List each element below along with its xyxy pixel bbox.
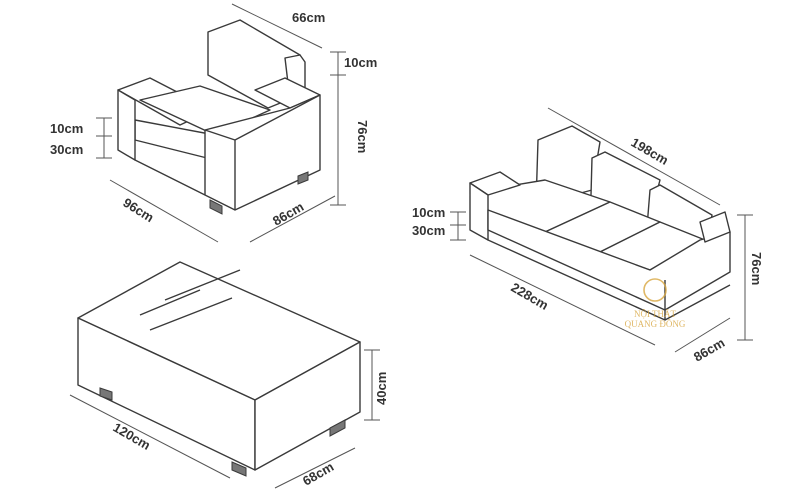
sofa-depth-label: 86cm (691, 335, 727, 365)
sofa-seat-label: 30cm (412, 223, 445, 238)
table-drawing (69, 261, 380, 489)
watermark-logo: NỘI THẤT QUANG ĐÔNG (625, 278, 686, 329)
sofa-height-label: 76cm (749, 252, 764, 285)
svg-text:NỘI THẤT: NỘI THẤT (634, 309, 677, 319)
armchair-arm-label: 10cm (50, 121, 83, 136)
table-height-label: 40cm (374, 372, 389, 405)
armchair-seat-label: 30cm (50, 142, 83, 157)
armchair-depth-top-label: 66cm (292, 10, 325, 25)
table-width-label: 68cm (300, 459, 336, 489)
armchair-width-label: 96cm (120, 195, 156, 225)
svg-text:QUANG ĐÔNG: QUANG ĐÔNG (625, 319, 686, 329)
armchair-height-label: 76cm (355, 120, 370, 153)
sofa-arm-label: 10cm (412, 205, 445, 220)
sofa-drawing (450, 107, 753, 353)
armchair-back-label: 10cm (344, 55, 377, 70)
table-length-label: 120cm (111, 420, 154, 453)
sofa-width-top-label: 198cm (629, 135, 672, 168)
armchair-depth-label: 86cm (270, 199, 306, 229)
armchair-drawing (96, 3, 346, 243)
